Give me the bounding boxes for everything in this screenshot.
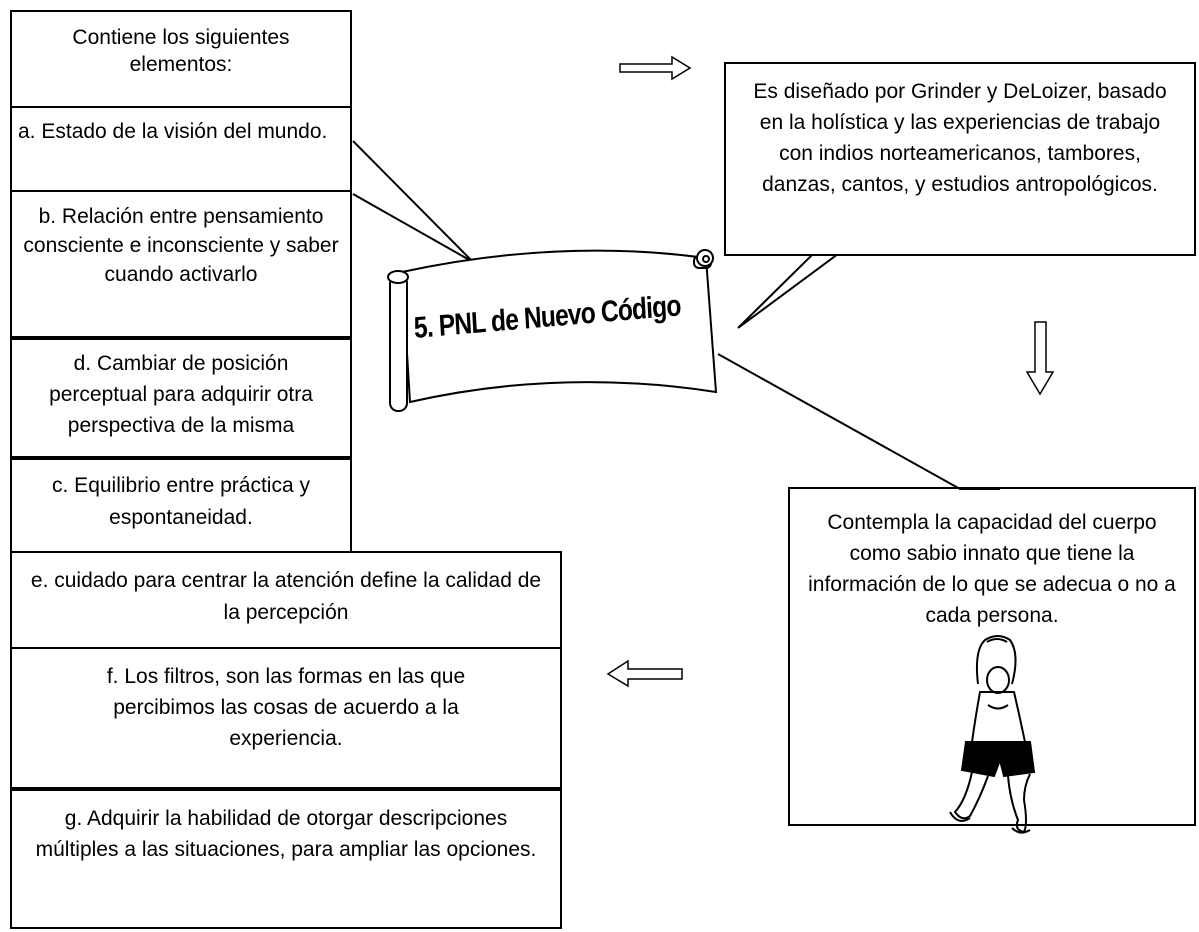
bottom-right-callout-tail (717, 353, 1000, 490)
element-a-box: a. Estado de la visión del mundo. (10, 106, 352, 192)
top-right-callout-tail (737, 253, 839, 329)
origin-box: Es diseñado por Grinder y DeLoizer, basa… (724, 62, 1196, 256)
arrow-down-icon (1025, 321, 1055, 396)
intro-box: Contiene los siguientes elementos: (10, 10, 352, 108)
element-g-box: g. Adquirir la habilidad de otorgar desc… (10, 789, 562, 929)
scroll-banner (387, 249, 718, 412)
element-c-box: c. Equilibrio entre práctica y espontane… (10, 458, 352, 554)
element-b-box: b. Relación entre pensamiento consciente… (10, 190, 352, 338)
arrow-right-icon (619, 55, 692, 81)
left-callout-tail (352, 140, 474, 263)
arrow-left-icon (606, 659, 683, 688)
element-e-box: e. cuidado para centrar la atención defi… (10, 551, 562, 649)
dancer-figure (949, 635, 1036, 834)
element-f-box: f. Los filtros, son las formas en las qu… (10, 647, 562, 789)
element-d-box: d. Cambiar de posición perceptual para a… (10, 338, 352, 458)
body-wisdom-box: Contempla la capacidad del cuerpo como s… (788, 487, 1196, 826)
